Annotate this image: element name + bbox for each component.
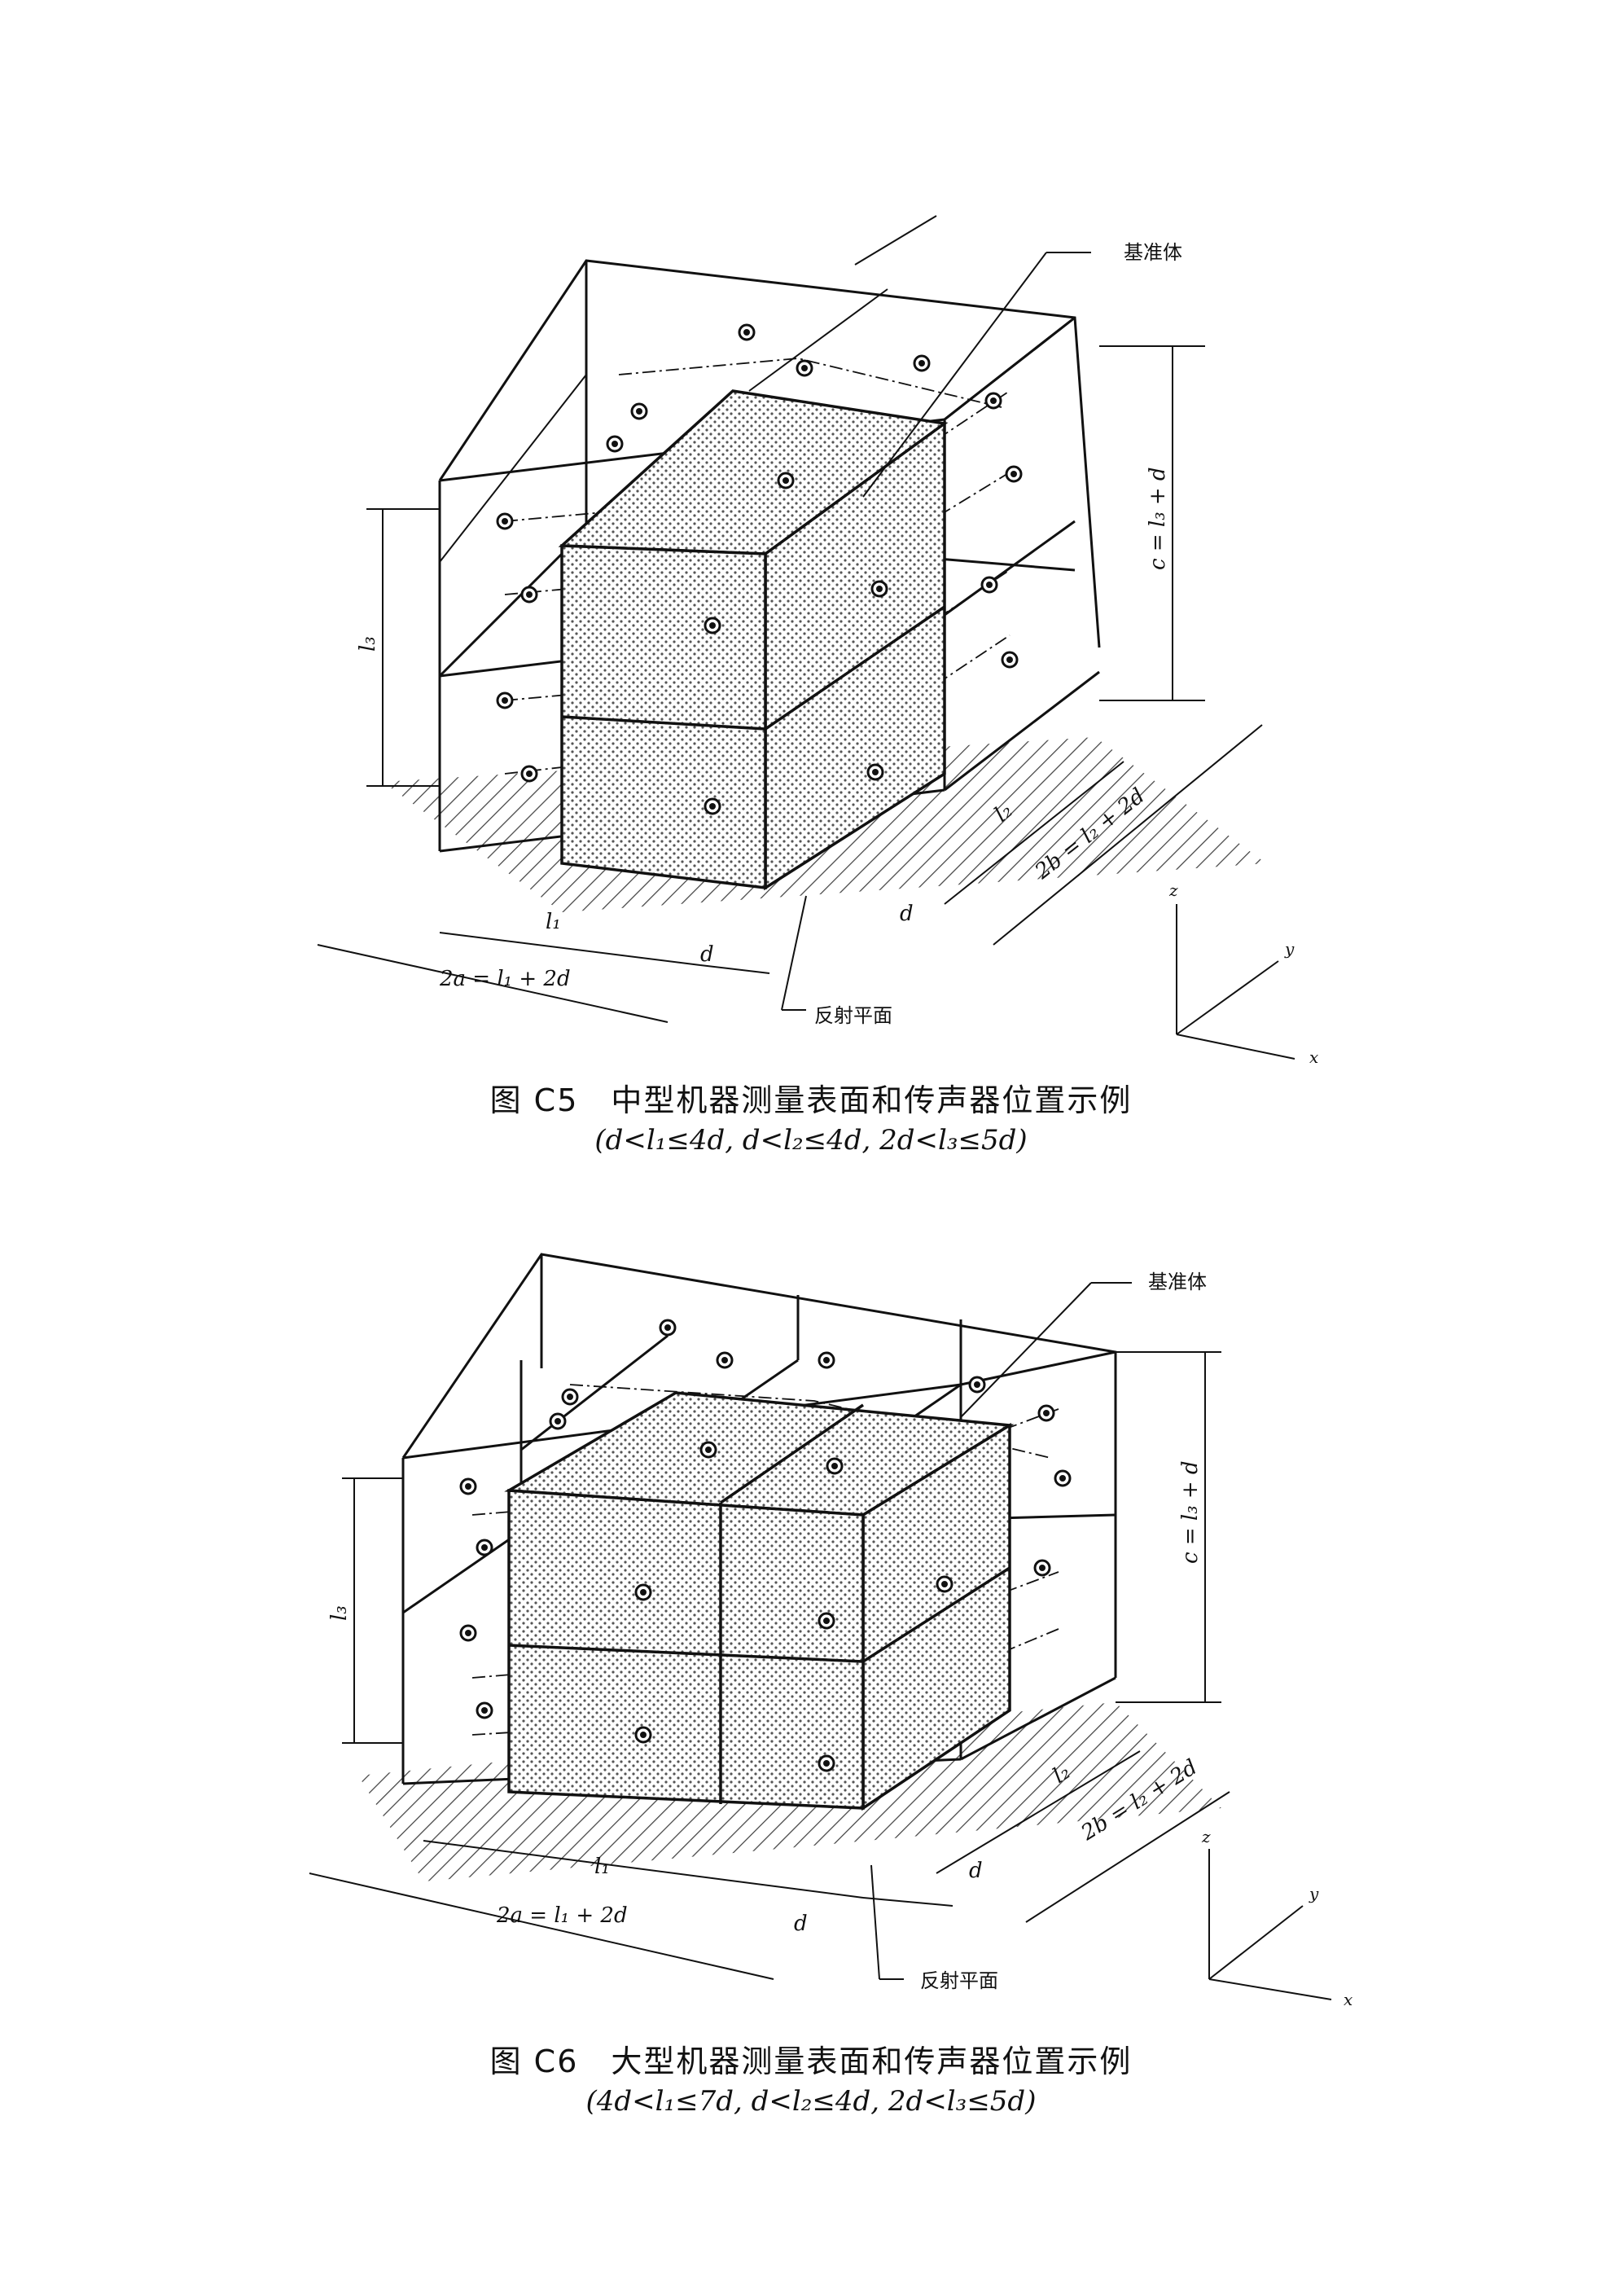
reflecting-plane-label: 反射平面 [920,1969,998,1992]
dim-d-front: d [794,1912,808,1936]
axis-y-label: y [1284,939,1295,959]
figure-c5-condition: (d<l₁≤4d, d<l₂≤4d, 2d<l₃≤5d) [594,1124,1028,1157]
dimension-lines [309,1282,1230,1980]
microphone-positions [496,323,1023,815]
figure-c5-drawing: 基准体 反射平面 l₃ c = l₃ + d l₁ 2a = l₁ + 2d d… [317,215,1318,1067]
axis-z-label: z [1201,1827,1211,1846]
dim-2a: 2a = l₁ + 2d [496,1903,628,1928]
figure-c5: 基准体 反射平面 l₃ c = l₃ + d l₁ 2a = l₁ + 2d d… [317,215,1318,1157]
reference-box [504,1391,1015,1811]
axis-x-label: x [1344,1990,1352,2009]
dim-2a: 2a = l₁ + 2d [439,967,571,991]
dim-d-side: d [969,1859,983,1883]
axis-y-label: y [1309,1884,1319,1903]
dim-l3: l₃ [356,636,380,652]
dimension-lines [317,215,1263,1023]
figure-c6-condition: (4d<l₁≤7d, d<l₂≤4d, 2d<l₃≤5d) [585,2085,1037,2118]
coordinate-axes [1208,1849,1332,2000]
reflecting-plane-label: 反射平面 [814,1004,892,1027]
dim-c: c = l₃ + d [1146,467,1170,570]
dim-c: c = l₃ + d [1178,1460,1203,1564]
figure-c6-caption: 图 C6 大型机器测量表面和传声器位置示例 [489,2044,1133,2079]
reference-box-label: 基准体 [1124,241,1182,264]
dim-d-front: d [700,942,714,967]
axis-z-label: z [1168,880,1178,900]
figure-c6: 基准体 反射平面 l₃ c = l₃ + d l₁ 2a = l₁ + 2d d… [0,1222,1622,2281]
figure-c6-drawing: 基准体 反射平面 l₃ c = l₃ + d l₁ 2a = l₁ + 2d d… [309,1253,1352,2009]
axis-x-label: x [1309,1047,1318,1067]
dim-d-side: d [900,902,914,926]
reference-box-label: 基准体 [1148,1271,1207,1293]
dim-l1: l₁ [594,1855,610,1879]
dim-l3: l₃ [327,1605,352,1621]
dim-l1: l₁ [546,910,561,934]
figure-c5-caption: 图 C5 中型机器测量表面和传声器位置示例 [489,1082,1133,1118]
coordinate-axes [1176,904,1295,1060]
